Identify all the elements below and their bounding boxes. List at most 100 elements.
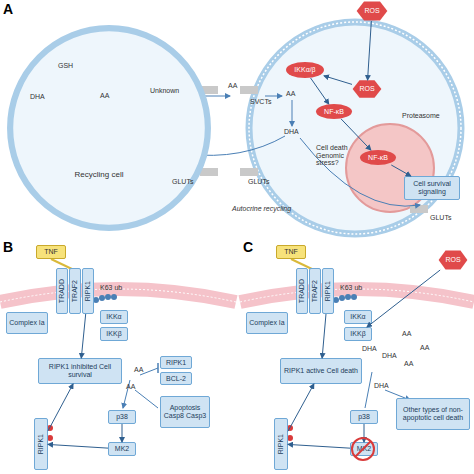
node-text: ROS: [364, 7, 379, 15]
ros-node: ROS: [352, 80, 382, 98]
process-box: IKKβ: [100, 327, 128, 341]
panel-letter: A: [3, 2, 13, 17]
connector: [367, 270, 440, 327]
process-box: RIPK1 inhibited Cell survival: [38, 358, 122, 384]
annotation: Unknown: [150, 87, 179, 95]
protein-box: RIPK1: [322, 268, 334, 314]
connector: [288, 444, 350, 448]
annotation: AA: [228, 82, 237, 90]
node-text: RIPK1: [166, 359, 186, 367]
connector: [341, 119, 371, 150]
ros-node: ROS: [356, 1, 388, 21]
annotation: AA: [126, 383, 135, 391]
connector: [81, 314, 85, 358]
protein-box: RIPK1: [34, 418, 48, 470]
node-text: RIPK1 active Cell death: [284, 367, 358, 375]
node-text: TRADD: [298, 279, 306, 303]
connector: [311, 78, 329, 104]
annotation: SVCTs: [250, 98, 271, 106]
protein-box: TRADD: [296, 268, 308, 314]
annotation: GSH: [58, 62, 73, 70]
cell-outline: [6, 24, 212, 232]
node-text: RIPK1: [84, 281, 92, 301]
connector: [391, 165, 410, 176]
connector: [324, 76, 352, 85]
annotation: GLUTs: [430, 214, 451, 222]
process-box: RIPK1: [160, 356, 192, 369]
process-box: IKKα: [100, 310, 128, 324]
node-text: Other types of non-apoptotic cell death: [397, 406, 469, 421]
node-text: RIPK1: [37, 434, 45, 454]
annotation: AA: [100, 92, 109, 100]
process-box: TNF: [36, 245, 66, 259]
recycling-cell: Recycling cell: [6, 24, 212, 232]
process-box: RIPK1 active Cell death: [280, 358, 362, 384]
annotation: AA: [404, 360, 413, 368]
node-text: BCL-2: [166, 375, 186, 383]
node-text: NF-κB: [324, 108, 344, 116]
node-text: TRAF2: [311, 280, 319, 302]
panel-letter: C: [243, 240, 253, 255]
annotation: Proteasome: [402, 112, 440, 120]
process-box: MK2: [108, 442, 136, 456]
annotation: Cell death Genomic stress?: [316, 144, 368, 167]
node-text: MK2: [357, 445, 371, 453]
process-box: IKKβ: [344, 327, 372, 341]
process-box: Other types of non-apoptotic cell death: [396, 398, 470, 430]
protein-box: RIPK1: [274, 418, 288, 470]
node-text: IKKβ: [106, 330, 121, 338]
ros-node: ROS: [438, 250, 468, 270]
transporter: [240, 86, 258, 94]
annotation: K63 ub: [100, 284, 122, 292]
annotation: DHA: [284, 128, 299, 136]
panel-letter: B: [3, 240, 13, 255]
node-text: p38: [116, 413, 128, 421]
node-text: Apoptosis Casp8 Casp3: [161, 404, 209, 419]
node-text: MK2: [115, 445, 129, 453]
node-text: IKKα: [350, 313, 365, 321]
process-box: Complex Ia: [246, 312, 288, 334]
connector: [122, 424, 123, 442]
connector: [288, 384, 314, 431]
node-text: ROS: [359, 85, 374, 93]
node-text: Complex Ia: [9, 319, 44, 327]
annotation: AA: [134, 366, 143, 374]
annotation: AA: [420, 344, 429, 352]
process-box: TNF: [276, 245, 306, 259]
annotation: DHA: [362, 345, 377, 353]
node-text: IKKα/β: [294, 66, 315, 74]
node-text: RIPK1: [277, 434, 285, 454]
annotation: DHA: [374, 382, 389, 390]
process-box: IKKα: [344, 310, 372, 324]
connector: [48, 444, 108, 448]
node-text: NF-κB: [368, 154, 388, 162]
transporter: [240, 168, 258, 176]
node-text: TRAF2: [71, 280, 79, 302]
node-text: Recycling cell: [75, 171, 124, 180]
node-text: Complex Ia: [249, 319, 284, 327]
annotation: AA: [402, 330, 411, 338]
annotation: K63 ub: [340, 284, 362, 292]
annotation: DHA: [382, 352, 397, 360]
annotation: DHA: [30, 93, 45, 101]
connector: [368, 21, 372, 80]
transporter: [200, 168, 218, 176]
annotation: AA: [286, 90, 295, 98]
connector: [48, 384, 73, 431]
annotation: GLUTs: [248, 178, 269, 186]
protein-oval: NF-κB: [316, 104, 352, 119]
process-box: Cell survival signaling: [404, 176, 460, 200]
node-text: p38: [358, 413, 370, 421]
protein-oval: IKKα/β: [286, 62, 324, 78]
node-text: IKKα: [106, 313, 121, 321]
connector: [322, 314, 326, 358]
protein-oval: NF-κB: [360, 150, 396, 165]
process-box: p38: [108, 410, 136, 424]
node-text: TRADD: [58, 279, 66, 303]
target-cell: [249, 22, 461, 234]
node-text: ROS: [445, 256, 460, 264]
annotation: GLUTs: [172, 178, 193, 186]
node-text: Cell survival signaling: [405, 180, 459, 195]
process-box: MK2: [350, 442, 378, 456]
